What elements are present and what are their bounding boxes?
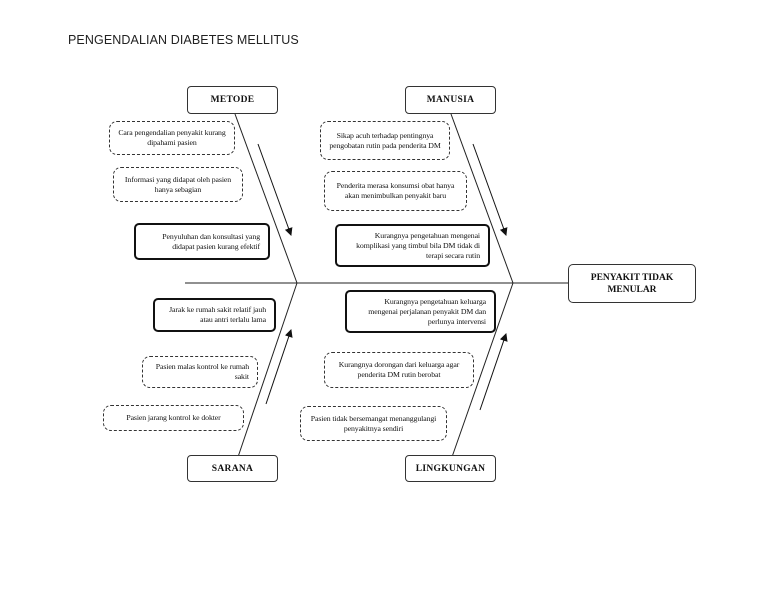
cause-lingkungan-3: Pasien tidak bersemangat menanggulangi p…	[300, 406, 447, 441]
cause-lingkungan-2: Kurangnya dorongan dari keluarga agar pe…	[324, 352, 474, 388]
cause-manusia-3: Kurangnya pengetahuan mengenai komplikas…	[335, 224, 490, 267]
arrow-lingkungan	[479, 333, 508, 411]
category-lingkungan: LINGKUNGAN	[405, 455, 496, 482]
category-sarana: SARANA	[187, 455, 278, 482]
category-metode: METODE	[187, 86, 278, 114]
arrow-sarana	[265, 329, 293, 405]
cause-metode-1: Cara pengendalian penyakit kurang dipaha…	[109, 121, 235, 155]
cause-manusia-2: Penderita merasa konsumsi obat hanya aka…	[324, 171, 467, 211]
cause-sarana-2: Pasien malas kontrol ke rumah sakit	[142, 356, 258, 388]
arrow-manusia	[472, 143, 508, 236]
bone-lingkungan	[451, 282, 514, 458]
bone-manusia	[450, 113, 514, 284]
effect-box: PENYAKIT TIDAK MENULAR	[568, 264, 696, 303]
page-title: PENGENDALIAN DIABETES MELLITUS	[68, 33, 299, 47]
cause-lingkungan-1: Kurangnya pengetahuan keluarga mengenai …	[345, 290, 496, 333]
category-manusia: MANUSIA	[405, 86, 496, 114]
cause-manusia-1: Sikap acuh terhadap pentingnya pengobata…	[320, 121, 450, 160]
cause-metode-2: Informasi yang didapat oleh pasien hanya…	[113, 167, 243, 202]
cause-sarana-3: Pasien jarang kontrol ke dokter	[103, 405, 244, 431]
bone-metode	[234, 113, 298, 284]
bone-sarana	[237, 282, 298, 458]
cause-metode-3: Penyuluhan dan konsultasi yang didapat p…	[134, 223, 270, 260]
arrow-metode	[257, 143, 293, 236]
cause-sarana-1: Jarak ke rumah sakit relatif jauh atau a…	[153, 298, 276, 332]
